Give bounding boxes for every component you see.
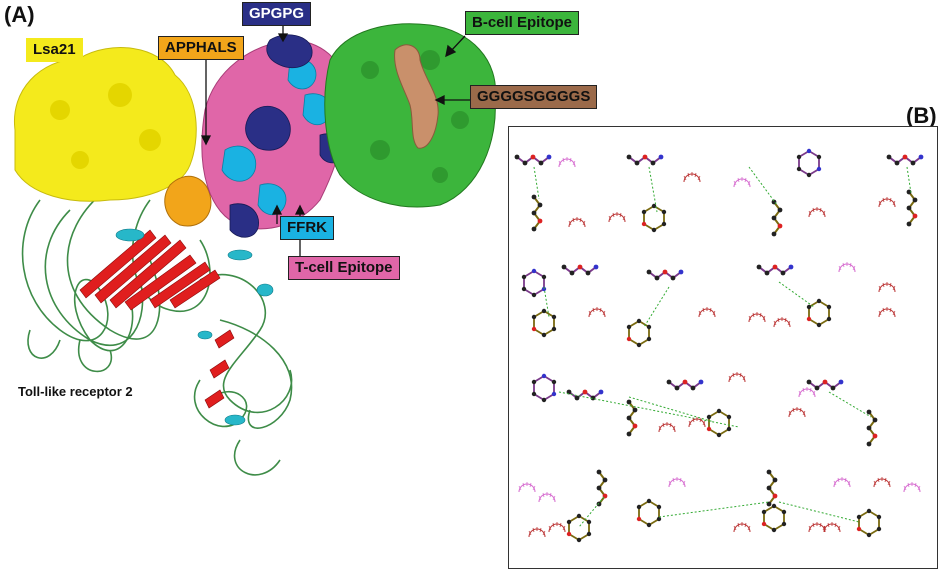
gpgpg-label: GPGPG [242,2,312,26]
interaction-map-7 [748,263,833,329]
apphals-label: APPHALS [158,36,244,60]
interaction-map-12 [635,468,860,534]
lsa21-label: Lsa21 [26,38,83,62]
interaction-map-11 [518,468,609,544]
panel-a-letter: (A) [4,2,35,27]
interaction-map-9 [530,371,746,439]
interaction-map-10 [788,378,879,448]
interaction-map-5 [520,263,606,339]
apphals-patch [164,175,212,227]
tcell-epitope-label: T-cell Epitope [288,256,400,280]
interaction-map-1 [513,153,586,233]
annotation-arrows [200,22,470,260]
panel-b-letter: (B) [906,103,937,128]
tlr2-label: Toll-like receptor 2 [18,384,133,399]
interaction-map-3 [733,147,826,238]
linker-label: GGGGSGGGGS [470,85,598,109]
panel-b-interaction-diagrams [508,126,938,569]
tlr2-helices [115,228,274,426]
interaction-map-8 [838,261,896,318]
linker-surface [394,44,439,149]
interaction-map-4 [878,153,925,228]
ligplot-interaction-maps [513,147,925,544]
bcell-epitope-label: B-cell Epitope [465,11,580,35]
panel-a-structure: (A) [4,2,598,476]
gpgpg-surface [229,34,346,238]
interaction-map-13 [808,476,921,539]
tlr2-beta-strands [79,229,235,409]
ffrk-label: FFRK [280,216,334,240]
lsa21-surface [13,47,197,202]
tlr2-ribbon [21,194,293,476]
protein-complex-illustration [13,22,497,476]
interaction-map-2 [608,153,701,234]
interaction-map-6 [625,268,716,349]
